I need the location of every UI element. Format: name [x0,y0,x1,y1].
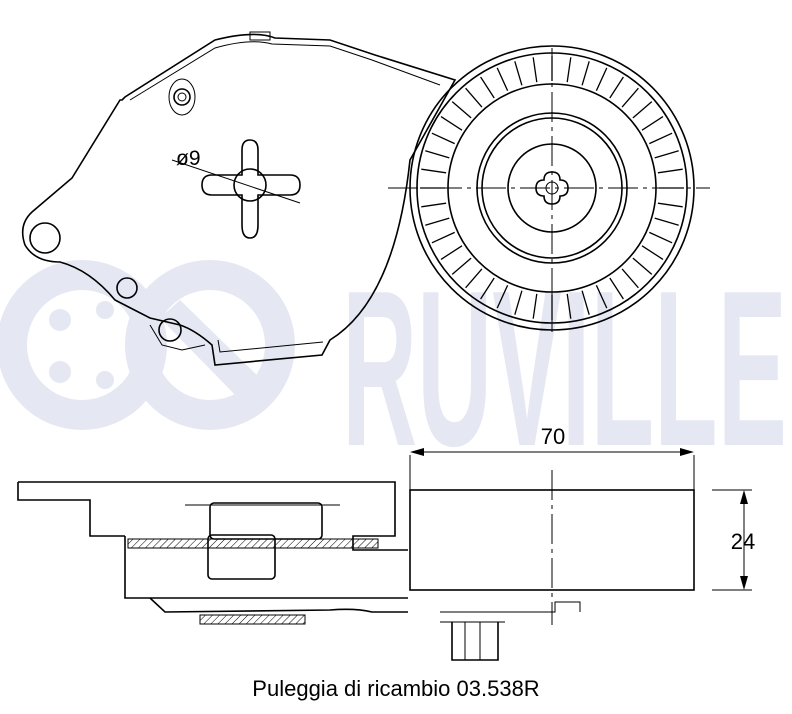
pulley-rib [566,57,572,83]
pulley-rib [480,76,495,99]
pulley-side-view [409,470,695,625]
pulley-rib [641,245,664,260]
pulley-rib [431,132,455,145]
pulley-rib [657,168,683,174]
pulley-rib [532,293,538,319]
ruville-logo-watermark: RUVILLE [0,245,787,493]
pulley-rib [421,168,447,174]
pulley-rib [425,150,450,159]
pulley-rib [581,290,590,315]
pulley-rib [609,277,624,300]
tensioner-arm-top-view [21,31,457,366]
pulley-rib [632,257,653,275]
mounting-hole-bottom [158,318,182,342]
pulley-rib [514,61,523,86]
pulley-rib [654,150,679,159]
height-dimension-label: 24 [731,529,755,554]
pulley-rib [641,116,664,131]
pulley-rib [451,257,472,275]
pulley-rib [632,101,653,119]
caption: Puleggia di ricambio 03.538R [252,676,540,701]
pulley-rib [440,245,463,260]
pulley-rib [425,217,450,226]
ruville-emblem [0,260,295,430]
pulley-rib [649,231,673,244]
pulley-rib [496,285,509,309]
tensioner-side-view [17,481,581,625]
pulley-rib [532,57,538,83]
pulley-rib [581,61,590,86]
pulley-rib [566,293,572,319]
width-dimension-label: 70 [541,424,565,449]
pulley-top-view [388,45,710,332]
width-dimension [409,448,695,490]
cross-slot [171,139,301,239]
locating-pin [168,78,196,116]
pulley-rib [514,290,523,315]
pulley-rib [649,132,673,145]
mounting-hole-lower [116,277,138,299]
diameter-label: ø9 [176,147,201,170]
pulley-rib [421,202,447,208]
pulley-rib [609,76,624,99]
pulley-rib [595,67,608,91]
pulley-rib [465,268,483,289]
pulley-rib [480,277,495,300]
bolt-stub [440,621,505,661]
pulley-rib [595,285,608,309]
pulley-centerlines [388,48,710,332]
pulley-rib [654,217,679,226]
pulley-rib [451,101,472,119]
pulley-rib [657,202,683,208]
ruville-wordmark: RUVILLE [342,245,787,493]
pulley-rib [621,87,639,108]
pulley-rib [431,231,455,244]
mounting-hole-left [29,222,61,254]
height-dimension [712,489,752,591]
pulley-rib [621,268,639,289]
pulley-rib [496,67,509,91]
pulley-rib [465,87,483,108]
pulley-rib [440,116,463,131]
